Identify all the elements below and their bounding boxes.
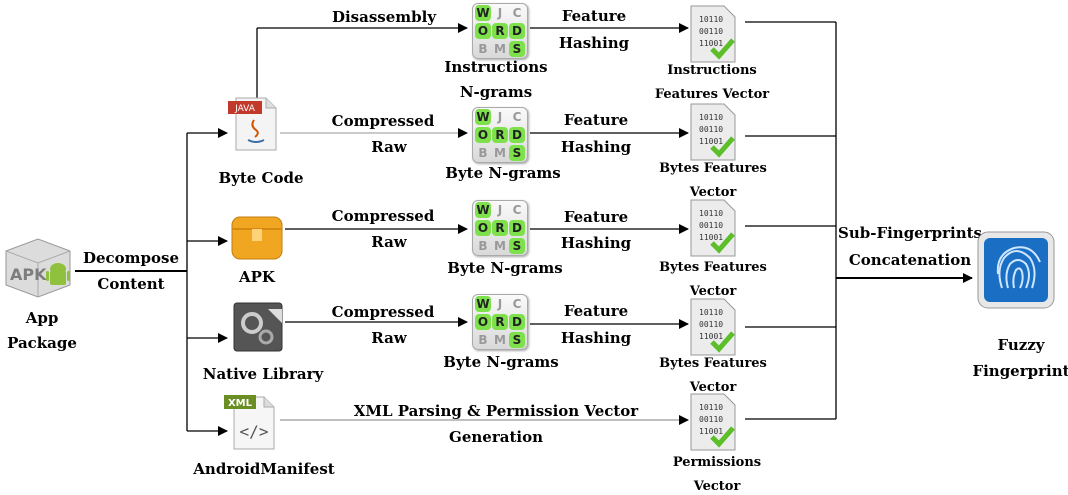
concat-label-line2: Concatenation: [848, 251, 972, 269]
compressed-label: Compressed: [331, 303, 435, 321]
svg-text:</>: </>: [240, 422, 269, 441]
byte-ngrams-label: Byte N-grams: [445, 164, 561, 182]
feature-hashing-label-line1: Feature: [563, 111, 629, 129]
vector-label-line1: Bytes Features: [659, 260, 767, 275]
java-badge: JAVA: [234, 104, 256, 114]
fingerprint-icon: [976, 230, 1056, 310]
apk-label: APK: [239, 268, 275, 286]
vector-label-line2: Features Vector: [654, 87, 770, 102]
xml-file-icon: XML </>: [222, 393, 278, 451]
xml-badge: XML: [228, 398, 253, 409]
permissions-vector-label-line2: Vector: [693, 479, 741, 494]
vector-label-line2: Vector: [689, 284, 737, 299]
native-library-label: Native Library: [202, 365, 324, 383]
xml-parsing-label-line1: XML Parsing & Permission Vector: [353, 402, 639, 420]
vector-label-line1: Instructions: [667, 63, 757, 78]
disassembly-label: Disassembly: [331, 8, 437, 26]
vector-label-line2: Vector: [689, 185, 737, 200]
concat-label-line1: Sub-Fingerprints: [837, 224, 983, 242]
byte-ngrams-label: Byte N-grams: [447, 259, 563, 277]
fuzzy-fingerprint-label-line1: Fuzzy: [997, 336, 1045, 354]
feature-hashing-label-line1: Feature: [563, 208, 629, 226]
feature-hashing-label-line1: Feature: [561, 7, 627, 25]
decompose-label-line2: Content: [97, 275, 165, 293]
xml-parsing-label-line2: Generation: [449, 428, 543, 446]
feature-hashing-label-line2: Hashing: [560, 329, 632, 347]
compressed-label: Compressed: [331, 112, 435, 130]
android-manifest-label: AndroidManifest: [193, 460, 335, 478]
vector-label-line1: Bytes Features: [659, 356, 767, 371]
raw-label: Raw: [371, 138, 407, 156]
apk-package-icon: APK: [2, 233, 74, 299]
instructions-ngrams-label-line2: N-grams: [459, 83, 533, 101]
fuzzy-fingerprint-label-line2: Fingerprint: [972, 362, 1068, 380]
raw-label: Raw: [371, 329, 407, 347]
feature-hashing-label-line2: Hashing: [558, 34, 630, 52]
byte-code-label: Byte Code: [218, 169, 304, 187]
box-icon: [230, 213, 284, 261]
java-file-icon: JAVA: [226, 96, 282, 152]
byte-ngrams-label: Byte N-grams: [443, 353, 559, 371]
feature-hashing-label-line2: Hashing: [560, 234, 632, 252]
vector-label-line2: Vector: [689, 380, 737, 395]
svg-text:APK: APK: [10, 265, 47, 284]
raw-label: Raw: [371, 233, 407, 251]
app-package-label-line2: Package: [7, 334, 77, 352]
feature-hashing-label-line2: Hashing: [560, 138, 632, 156]
compressed-label: Compressed: [331, 207, 435, 225]
permissions-vector-label-line1: Permissions: [672, 455, 762, 470]
gear-library-icon: [232, 301, 284, 353]
instructions-ngrams-label-line1: Instructions: [444, 58, 548, 76]
decompose-label-line1: Decompose: [82, 249, 180, 267]
app-package-label-line1: App: [25, 309, 59, 327]
vector-label-line1: Bytes Features: [659, 161, 767, 176]
feature-hashing-label-line1: Feature: [563, 302, 629, 320]
